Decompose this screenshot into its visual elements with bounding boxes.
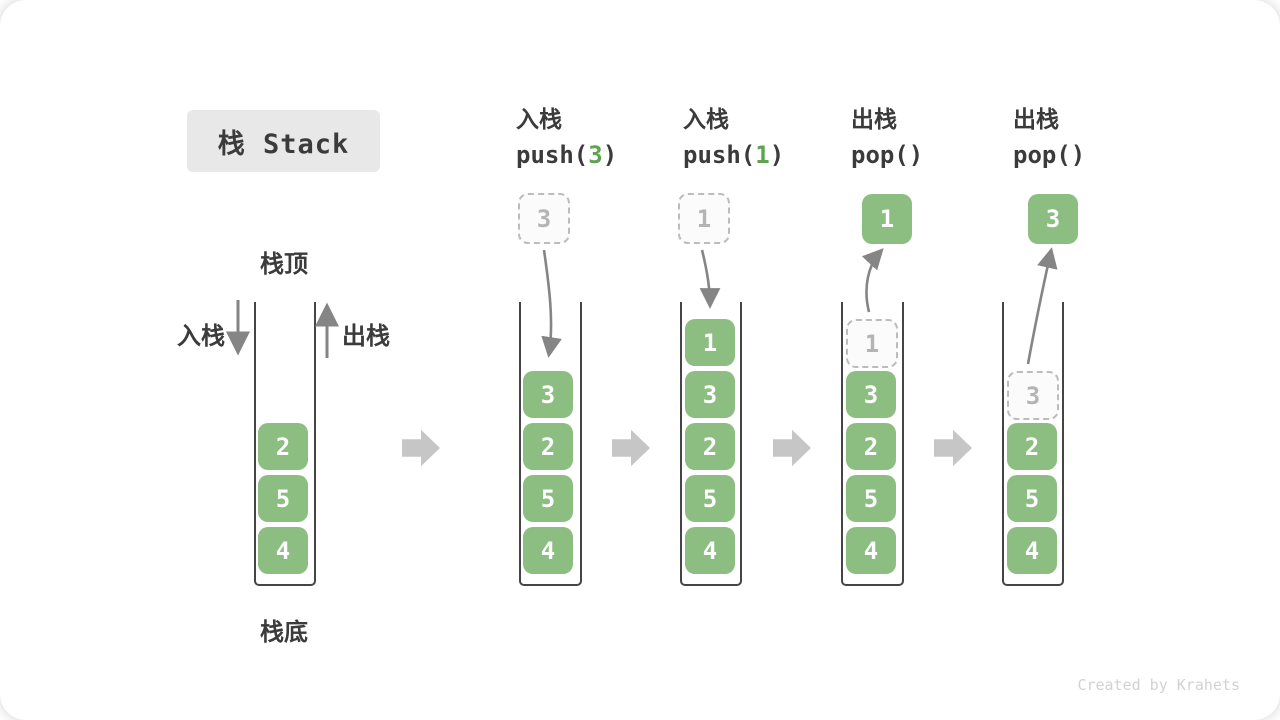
push-value-box: 3: [518, 193, 570, 244]
op-code: push(3): [516, 141, 686, 169]
op-code: push(1): [683, 141, 853, 169]
stack-cell: 2: [1007, 423, 1057, 470]
watermark: Created by Krahets: [1077, 676, 1240, 694]
op-label: 出栈: [1013, 107, 1059, 133]
stack-top-label: 栈顶: [260, 250, 308, 278]
stack-container-4: [841, 302, 904, 586]
code-fn: push(: [516, 141, 589, 169]
code-arg: 1: [755, 141, 770, 169]
stack-container-3: [680, 302, 742, 586]
op-header-push3: 入栈 push(3): [516, 106, 686, 169]
step-arrow-icon: [402, 429, 440, 467]
stack-cell: 2: [685, 423, 735, 470]
stack-cell: 5: [685, 475, 735, 522]
code-fn: push(: [683, 141, 756, 169]
push1-flow-arrow-icon: [699, 249, 721, 309]
op-label: 入栈: [516, 107, 562, 133]
pop-value-box: 1: [862, 194, 912, 244]
code-fn: pop(: [1013, 141, 1071, 169]
code-close: ): [1070, 141, 1086, 169]
step-arrow-icon: [612, 429, 650, 467]
stack-cell-ghost: 1: [846, 319, 898, 368]
stack-cell: 3: [846, 371, 896, 418]
stack-container-2: [519, 302, 582, 586]
stack-bottom-label: 栈底: [260, 618, 308, 646]
step-arrow-icon: [773, 429, 811, 467]
op-header-pop-first: 出栈 pop(): [851, 106, 1021, 169]
op-label: 入栈: [683, 107, 729, 133]
stack-cell: 3: [685, 371, 735, 418]
stack-cell: 5: [523, 475, 573, 522]
title-box: 栈 Stack: [187, 110, 380, 172]
stack-container-5: [1002, 302, 1064, 586]
pop-value-box: 3: [1028, 194, 1078, 244]
stack-cell: 4: [523, 527, 573, 574]
code-close: ): [908, 141, 924, 169]
page-title: 栈 Stack: [217, 128, 350, 160]
push-value-box: 1: [678, 193, 730, 244]
push-side-label: 入栈: [177, 322, 225, 350]
stack-cell: 4: [685, 527, 735, 574]
stack-cell: 5: [258, 475, 308, 522]
code-arg: 3: [588, 141, 603, 169]
code-close: ): [769, 141, 785, 169]
stack-cell: 4: [258, 527, 308, 574]
stack-cell: 4: [846, 527, 896, 574]
op-label: 出栈: [851, 107, 897, 133]
stack-cell: 2: [258, 423, 308, 470]
op-code: pop(): [1013, 141, 1183, 169]
stack-cell: 1: [685, 319, 735, 366]
op-header-pop-second: 出栈 pop(): [1013, 106, 1183, 169]
stack-cell: 4: [1007, 527, 1057, 574]
stack-cell: 5: [1007, 475, 1057, 522]
stack-cell-ghost: 3: [1007, 371, 1059, 420]
stack-container-1: [254, 302, 316, 586]
code-fn: pop(: [851, 141, 909, 169]
pop-side-label: 出栈: [342, 322, 390, 350]
code-close: ): [602, 141, 618, 169]
stack-cell: 2: [523, 423, 573, 470]
stack-cell: 5: [846, 475, 896, 522]
step-arrow-icon: [934, 429, 972, 467]
stack-cell: 2: [846, 423, 896, 470]
stack-cell: 3: [523, 371, 573, 418]
op-code: pop(): [851, 141, 1021, 169]
op-header-push1: 入栈 push(1): [683, 106, 853, 169]
